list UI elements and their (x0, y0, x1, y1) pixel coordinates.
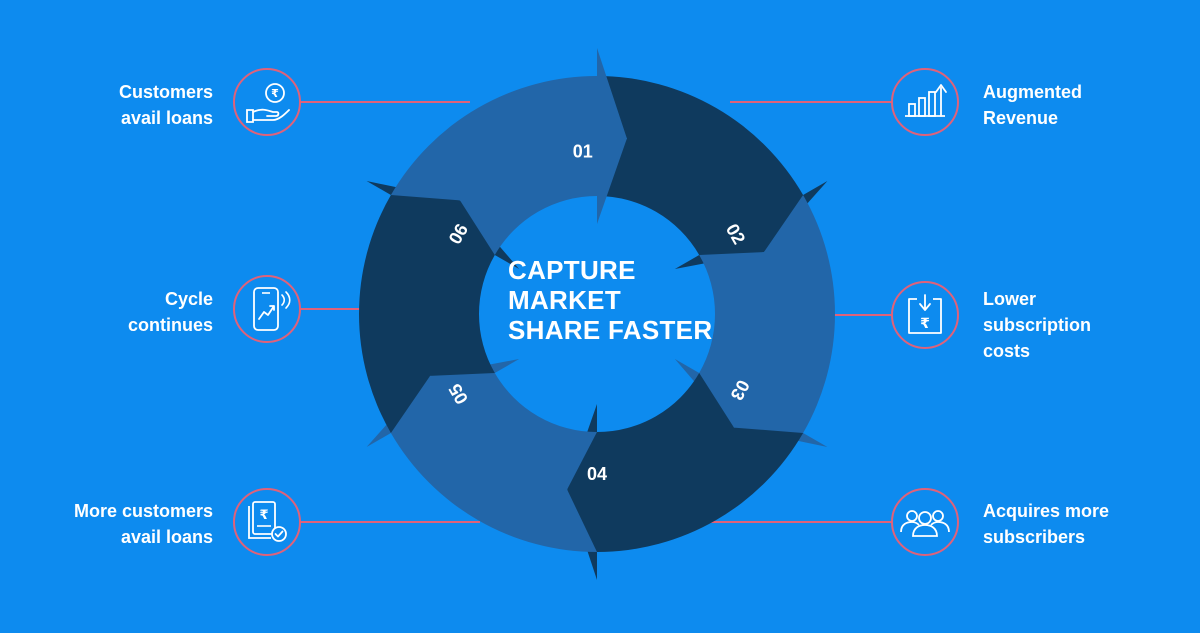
rupee-hand-icon: ₹ (233, 68, 301, 136)
center-title-line: SHARE FASTER (508, 315, 713, 345)
cycle-segment-06 (359, 181, 520, 433)
step-label-3: Lower subscription costs (983, 289, 1092, 361)
cycle-segment-03 (674, 195, 835, 447)
step-label-2: Augmented Revenue (983, 82, 1082, 128)
cycle-segment-02 (597, 76, 828, 269)
svg-text:₹: ₹ (271, 87, 279, 100)
cycle-segment-05 (366, 359, 597, 552)
step-label-5: More customers avail loans (73, 501, 213, 547)
step-label-1: Customers avail loans (118, 82, 213, 128)
cycle-segment-04 (567, 373, 804, 580)
rupee-document-check-icon: ₹ (233, 488, 301, 556)
step-number-01: 01 (573, 142, 593, 162)
center-title-line: CAPTURE (508, 255, 636, 285)
center-title-line: MARKET (508, 285, 622, 315)
bar-growth-icon (891, 68, 959, 136)
rupee-download-icon: ₹ (891, 281, 959, 349)
cycle-segment-01 (390, 48, 627, 255)
center-title: CAPTURE MARKET SHARE FASTER (508, 255, 712, 345)
step-label-6: Cycle continues (127, 289, 213, 335)
group-people-icon (891, 488, 959, 556)
svg-text:₹: ₹ (259, 508, 268, 523)
svg-text:₹: ₹ (920, 316, 930, 332)
mobile-growth-icon (233, 275, 301, 343)
step-label-4: Acquires more subscribers (983, 501, 1110, 547)
step-number-04: 04 (587, 464, 607, 484)
